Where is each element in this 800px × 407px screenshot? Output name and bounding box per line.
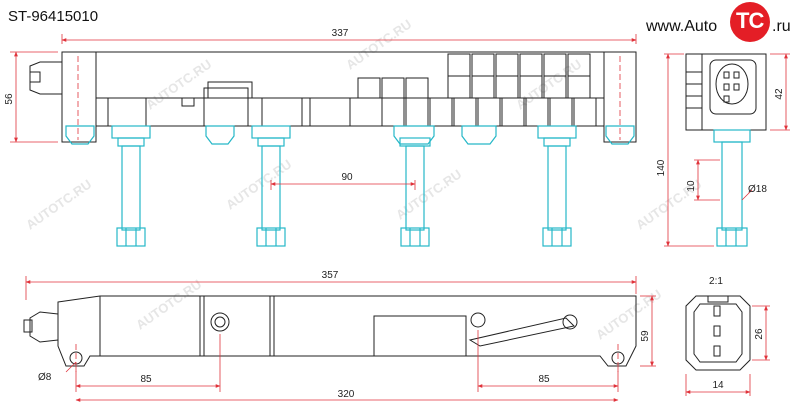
top-block — [405, 97, 429, 127]
dim-hole-diameter: Ø8 — [38, 372, 52, 383]
side-view — [685, 53, 767, 131]
top-block — [381, 97, 405, 127]
top-connector — [29, 61, 62, 95]
dim-hole-spacing: 320 — [338, 389, 355, 400]
dim-bottom-height: 59 — [640, 330, 651, 342]
dim-spacing: 90 — [341, 172, 353, 183]
watermark: AUTOTC.RU — [23, 176, 94, 232]
top-notch — [181, 97, 195, 107]
watermark: AUTOTC.RU — [133, 276, 204, 332]
logo-mark: TC — [736, 8, 764, 33]
watermark: AUTOTC.RU — [393, 166, 464, 222]
dim-top-length: 337 — [332, 28, 349, 39]
top-block — [309, 97, 351, 127]
top-block — [405, 77, 429, 99]
side-boot — [713, 129, 751, 247]
top-block — [203, 87, 249, 127]
coil-boot-3 — [393, 125, 435, 247]
dim-left-offset: 85 — [140, 374, 152, 385]
dim-side-height: 42 — [774, 88, 785, 100]
watermark: AUTOTC.RU — [223, 156, 294, 212]
top-grid — [447, 53, 597, 127]
bottom-block — [373, 315, 467, 357]
top-block — [357, 77, 381, 99]
bottom-post — [470, 312, 486, 328]
dim-boot-diameter: Ø18 — [748, 184, 767, 195]
top-centerlines — [77, 56, 621, 140]
bottom-dimensions — [25, 276, 656, 402]
top-block — [381, 77, 405, 99]
watermark-layer: AUTOTC.RU AUTOTC.RU AUTOTC.RU AUTOTC.RU … — [23, 16, 704, 342]
logo-suffix: .ru — [772, 18, 791, 35]
bottom-centerlines — [75, 344, 619, 372]
top-view — [29, 51, 637, 143]
scale-label: 2:1 — [709, 276, 723, 287]
coil-boot-4 — [461, 125, 577, 247]
top-block — [207, 81, 253, 99]
part-number: ST-96415010 — [8, 8, 99, 25]
top-block — [429, 97, 453, 127]
top-dimensions — [10, 34, 637, 190]
top-block — [261, 97, 303, 127]
bottom-post — [210, 312, 230, 332]
side-connector — [715, 63, 749, 105]
coil-boot-2 — [205, 125, 291, 247]
dim-top-height: 56 — [4, 93, 15, 105]
watermark: AUTOTC.RU — [593, 286, 664, 342]
side-dimensions — [664, 53, 790, 247]
logo-prefix: www.Auto — [646, 18, 718, 35]
bracket-arm — [468, 317, 576, 347]
bottom-connector — [29, 311, 59, 343]
side-connector-housing — [709, 59, 757, 115]
dim-total-height: 140 — [656, 159, 667, 176]
watermark: AUTOTC.RU — [343, 16, 414, 72]
coil-boot-1 — [65, 125, 151, 247]
top-block — [453, 97, 477, 127]
connector-outline — [685, 295, 751, 371]
top-boots — [65, 125, 635, 247]
top-block — [107, 97, 147, 127]
dim-right-offset: 85 — [538, 374, 550, 385]
dim-bottom-length: 357 — [322, 270, 339, 281]
bottom-view — [23, 295, 637, 367]
bottom-body-outline — [57, 295, 637, 367]
connector-detail — [685, 295, 751, 371]
dim-connector-height: 26 — [754, 328, 765, 340]
autotc-logo: www.Auto TC .ru — [644, 2, 794, 46]
dim-connector-width: 14 — [712, 380, 724, 391]
logo-circle — [730, 2, 770, 42]
connector-dimensions — [685, 305, 770, 396]
coil-boot-end — [605, 125, 635, 145]
dim-boot-depth: 10 — [686, 180, 697, 192]
